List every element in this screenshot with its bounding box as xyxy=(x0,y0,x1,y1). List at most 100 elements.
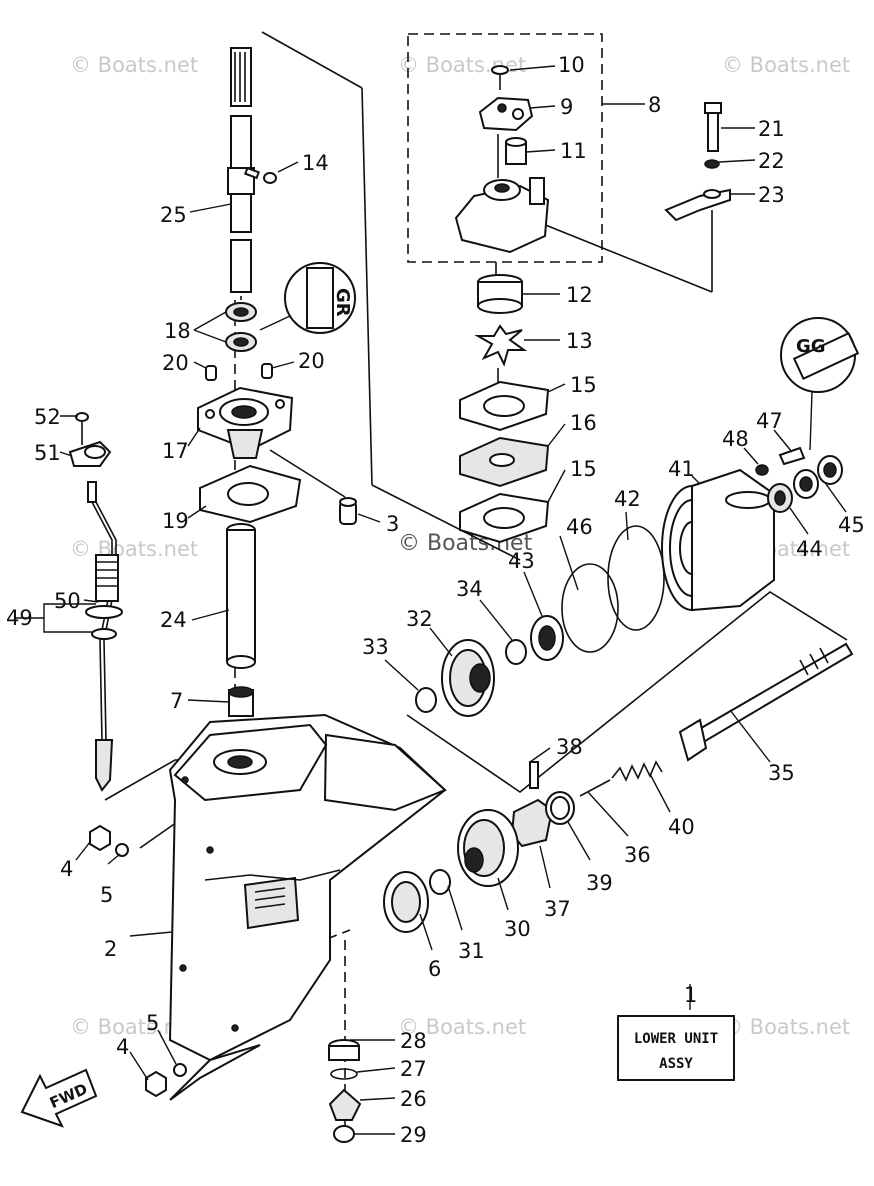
callout-30: 30 xyxy=(504,917,531,941)
shift-rod-assembly xyxy=(68,412,123,792)
part-4-bolt-upper xyxy=(89,824,129,857)
callout-8: 8 xyxy=(648,93,661,117)
callout-48: 48 xyxy=(722,427,749,451)
callout-4-upper: 4 xyxy=(60,857,73,881)
callout-33: 33 xyxy=(362,635,389,659)
callout-11: 11 xyxy=(560,139,587,163)
assembly-label-box: LOWER UNIT ASSY xyxy=(617,1015,735,1081)
callout-15-lower: 15 xyxy=(570,457,597,481)
part-4-bolt-lower xyxy=(145,1063,187,1098)
callout-2: 2 xyxy=(104,937,117,961)
callout-32: 32 xyxy=(406,607,433,631)
watermark-top-center: © Boats.net xyxy=(398,53,526,77)
part-3-pin xyxy=(339,497,357,525)
assembly-label-line1: LOWER UNIT xyxy=(634,1031,718,1047)
callout-20-right: 20 xyxy=(298,349,325,373)
callout-17: 17 xyxy=(162,439,189,463)
callout-37: 37 xyxy=(544,897,571,921)
part-14-pin xyxy=(263,172,277,184)
callout-31: 31 xyxy=(458,939,485,963)
callout-41: 41 xyxy=(668,457,695,481)
callout-15-upper: 15 xyxy=(570,373,597,397)
bracket-21-23 xyxy=(664,102,731,222)
part-34-washer xyxy=(505,639,527,665)
callout-42: 42 xyxy=(614,487,641,511)
callout-44: 44 xyxy=(796,537,823,561)
callout-7: 7 xyxy=(170,689,183,713)
callout-49: 49 xyxy=(6,606,33,630)
callout-24: 24 xyxy=(160,608,187,632)
callout-46: 46 xyxy=(566,515,593,539)
part-17-housing xyxy=(197,386,294,459)
fwd-arrow-icon: FWD xyxy=(20,1068,98,1128)
callout-13: 13 xyxy=(566,329,593,353)
part-2-lower-casing xyxy=(168,713,447,1101)
callout-25: 25 xyxy=(160,203,187,227)
callout-16: 16 xyxy=(570,411,597,435)
callout-38: 38 xyxy=(556,735,583,759)
part-6-bearing xyxy=(383,871,429,933)
callout-3: 3 xyxy=(386,512,399,536)
svg-text:GR: GR xyxy=(332,288,353,317)
assembly-label-line2: ASSY xyxy=(659,1056,693,1072)
callout-12: 12 xyxy=(566,283,593,307)
part-24-tube xyxy=(226,523,256,669)
callout-5-lower: 5 xyxy=(146,1011,159,1035)
callout-18: 18 xyxy=(164,319,191,343)
parts-37-38-39 xyxy=(510,761,575,848)
callout-35: 35 xyxy=(768,761,795,785)
callout-27: 27 xyxy=(400,1057,427,1081)
part-20-dowel-right xyxy=(261,363,273,379)
part-19-gasket xyxy=(199,464,302,524)
callout-36: 36 xyxy=(624,843,651,867)
drive-shaft xyxy=(227,47,277,293)
parts-26-29 xyxy=(328,1039,362,1143)
callout-20-left: 20 xyxy=(162,351,189,375)
callout-23: 23 xyxy=(758,183,785,207)
bearings-18 xyxy=(225,296,257,352)
part-32-gear xyxy=(441,639,495,717)
callout-45: 45 xyxy=(838,513,865,537)
callout-5-upper: 5 xyxy=(100,883,113,907)
callout-10: 10 xyxy=(558,53,585,77)
svg-text:GG: GG xyxy=(796,336,826,357)
watermark-bottom-center: © Boats.net xyxy=(398,1015,526,1039)
callout-43: 43 xyxy=(508,549,535,573)
leader-lines xyxy=(14,65,847,1135)
callout-22: 22 xyxy=(758,149,785,173)
callout-28: 28 xyxy=(400,1029,427,1053)
callout-4-lower: 4 xyxy=(116,1035,129,1059)
callout-40: 40 xyxy=(668,815,695,839)
part-20-dowel-left xyxy=(205,365,217,381)
callout-1: 1 xyxy=(684,983,697,1007)
callout-39: 39 xyxy=(586,871,613,895)
part-7-bushing xyxy=(228,686,254,717)
part-30-gear xyxy=(457,809,519,887)
part-8-dashed-box xyxy=(407,33,603,263)
grease-icon-gr: GR xyxy=(259,262,356,334)
watermark-top-right: © Boats.net xyxy=(722,53,850,77)
parts-43-bearing xyxy=(530,615,564,661)
part-33-washer xyxy=(415,687,437,713)
callout-51: 51 xyxy=(34,441,61,465)
watermark-bottom-right: © Boats.net xyxy=(722,1015,850,1039)
callout-26: 26 xyxy=(400,1087,427,1111)
parts-42-46-orings xyxy=(561,525,665,653)
callout-14: 14 xyxy=(302,151,329,175)
callout-52: 52 xyxy=(34,405,61,429)
grease-icon-gg: GG xyxy=(780,317,860,451)
callout-6: 6 xyxy=(428,957,441,981)
parts-44-47-48 xyxy=(755,446,843,513)
part-35-propeller-shaft xyxy=(678,642,854,762)
callout-21: 21 xyxy=(758,117,785,141)
watermark-top-left: © Boats.net xyxy=(70,53,198,77)
callout-29: 29 xyxy=(400,1123,427,1147)
propeller-housing-41 xyxy=(661,468,775,612)
watermark-mid-left: © Boats.net xyxy=(70,537,198,561)
parts-36-40 xyxy=(579,760,663,797)
callout-47: 47 xyxy=(756,409,783,433)
callout-19: 19 xyxy=(162,509,189,533)
callout-34: 34 xyxy=(456,577,483,601)
callout-50: 50 xyxy=(54,589,81,613)
